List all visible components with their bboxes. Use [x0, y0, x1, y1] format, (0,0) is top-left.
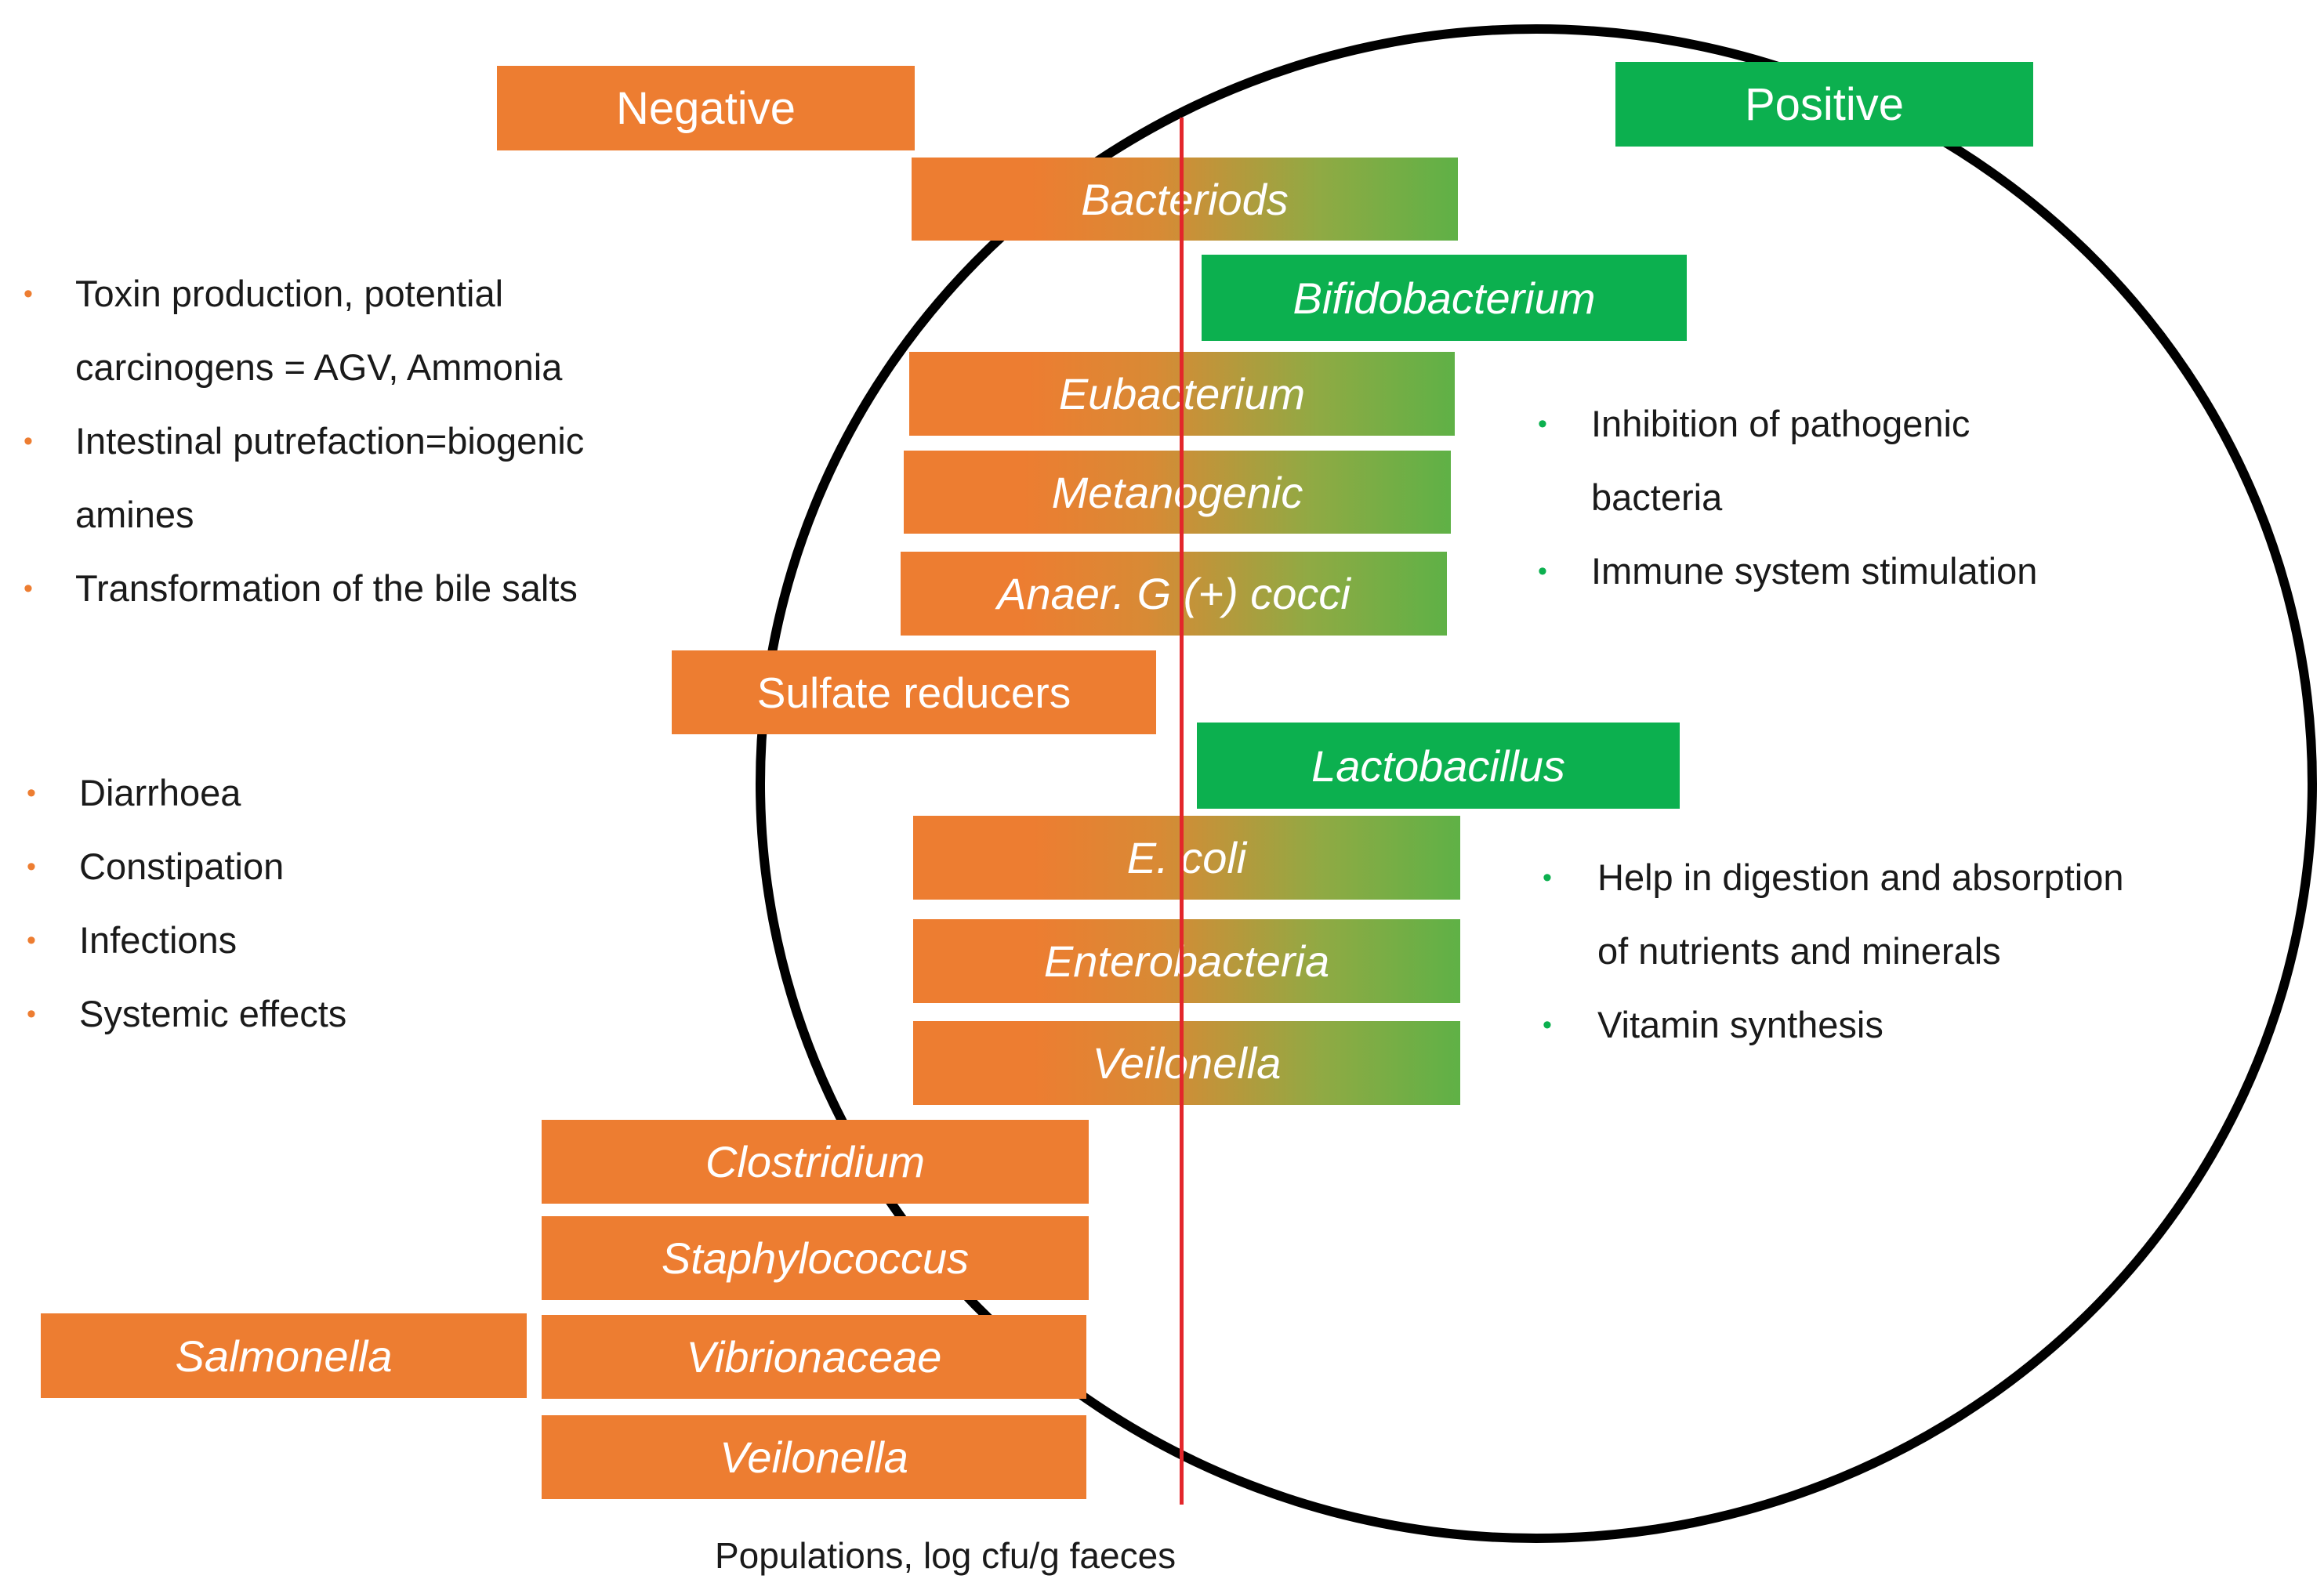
bullet-text: Intestinal putrefaction=biogenic — [75, 420, 585, 462]
positive-effects-top: • Inhibition of pathogenic bacteria • Im… — [1538, 387, 2165, 608]
negative-header: Negative — [497, 66, 915, 150]
bullet-text: bacteria — [1591, 476, 1723, 518]
list-item: • Intestinal putrefaction=biogenic — [24, 404, 729, 478]
box-veilonella-lower: Veilonella — [542, 1415, 1086, 1499]
list-item: • Toxin production, potential — [24, 257, 729, 331]
list-item: • Transformation of the bile salts — [24, 552, 729, 625]
negative-effects-top: • Toxin production, potential carcinogen… — [24, 257, 729, 625]
box-metanogenic: Metanogenic — [904, 451, 1451, 534]
list-item-continuation: amines — [24, 478, 729, 552]
bullet-text: amines — [75, 494, 194, 535]
list-item-continuation: carcinogens = AGV, Ammonia — [24, 331, 729, 404]
list-item: • Help in digestion and absorption — [1543, 841, 2248, 915]
box-vibrionaceae: Vibrionaceae — [542, 1315, 1086, 1399]
bullet-text: Help in digestion and absorption — [1597, 857, 2124, 898]
bullet-text: Inhibition of pathogenic — [1591, 403, 1971, 444]
box-lactobacillus: Lactobacillus — [1197, 723, 1680, 809]
axis-label: Populations, log cfu/g faeces — [715, 1535, 1177, 1576]
list-item: • Inhibition of pathogenic — [1538, 387, 2165, 461]
bullet-text: Transformation of the bile salts — [75, 567, 578, 609]
list-item-continuation: of nutrients and minerals — [1543, 915, 2248, 988]
bullet-text: Diarrhoea — [79, 772, 241, 813]
bullet-text: Constipation — [79, 846, 285, 887]
positive-effects-bottom: • Help in digestion and absorption of nu… — [1543, 841, 2248, 1062]
box-clostridium: Clostridium — [542, 1120, 1089, 1204]
bullet-text: carcinogens = AGV, Ammonia — [75, 346, 563, 388]
box-bifidobacterium: Bifidobacterium — [1202, 255, 1687, 341]
list-item: • Infections — [27, 904, 497, 977]
box-sulfate-reducers: Sulfate reducers — [672, 650, 1156, 734]
box-anaer-cocci: Anaer. G (+) cocci — [901, 552, 1447, 636]
bullet-text: of nutrients and minerals — [1597, 930, 2001, 972]
negative-effects-bottom: • Diarrhoea • Constipation • Infections … — [27, 756, 497, 1051]
list-item-continuation: bacteria — [1538, 461, 2165, 534]
list-item: • Diarrhoea — [27, 756, 497, 830]
box-staphylococcus: Staphylococcus — [542, 1216, 1089, 1300]
list-item: • Systemic effects — [27, 977, 497, 1051]
bullet-text: Infections — [79, 919, 237, 961]
box-enterobacteria: Enterobacteria — [913, 919, 1460, 1003]
list-item: • Constipation — [27, 830, 497, 904]
bullet-text: Immune system stimulation — [1591, 550, 2038, 592]
bullet-text: Vitamin synthesis — [1597, 1004, 1883, 1045]
bullet-text: Toxin production, potential — [75, 273, 504, 314]
box-e-coli: E. coli — [913, 816, 1460, 900]
positive-header: Positive — [1615, 62, 2033, 147]
divider-line — [1180, 118, 1184, 1505]
box-veilonella-upper: Veilonella — [913, 1021, 1460, 1105]
list-item: • Vitamin synthesis — [1543, 988, 2248, 1062]
bullet-text: Systemic effects — [79, 993, 347, 1034]
box-salmonella: Salmonella — [41, 1313, 527, 1398]
box-bacteriods: Bacteriods — [912, 158, 1458, 241]
list-item: • Immune system stimulation — [1538, 534, 2165, 608]
